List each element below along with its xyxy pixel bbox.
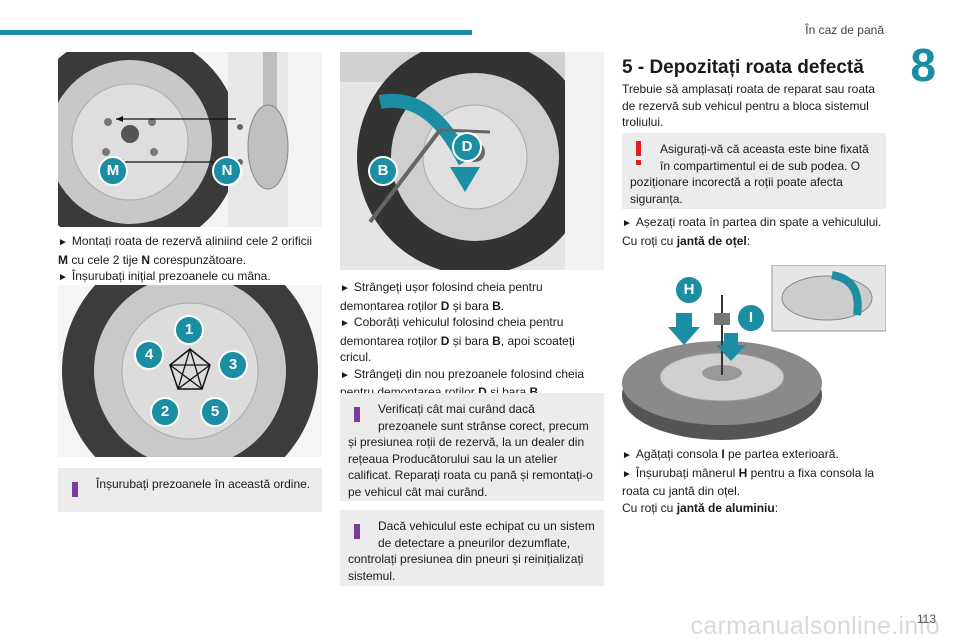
col3-intro: Trebuie să amplasați roata de reparat sa… bbox=[622, 82, 876, 129]
label-m-badge: M bbox=[98, 156, 128, 186]
warning-text: Asigurați-vă că aceasta este bine fixată… bbox=[630, 142, 869, 206]
col3-step3-text: Înșurubați mânerul bbox=[635, 465, 736, 480]
spare-wheel-storage-illustration: H I bbox=[622, 265, 886, 443]
page-number: 113 bbox=[916, 612, 936, 626]
label-b-badge: B bbox=[368, 156, 398, 186]
info-box-check-bolts: Verificați cât mai curând dacă prezoanel… bbox=[340, 393, 604, 501]
info-icon bbox=[348, 518, 368, 542]
label-n-badge: N bbox=[212, 156, 242, 186]
col2-step1-d: D bbox=[440, 298, 450, 313]
bolt-2-badge: 2 bbox=[150, 397, 180, 427]
col2-step2-b: B bbox=[492, 333, 501, 348]
info-text: Dacă vehiculul este echipat cu un sistem… bbox=[348, 519, 595, 583]
col2-step2-post: , apoi scoateți cricul. bbox=[340, 333, 575, 365]
step-arrow-icon: ► bbox=[340, 283, 350, 294]
col2-step3-b: B bbox=[529, 385, 539, 399]
label-d-badge: D bbox=[452, 132, 482, 162]
col1-step1-mid: cu cele 2 tije bbox=[71, 252, 139, 267]
steel-bold: jantă de oțel bbox=[676, 233, 747, 248]
col2-step1-b: B bbox=[492, 298, 501, 313]
col1-steps: ►Montați roata de rezervă aliniind cele … bbox=[58, 233, 324, 287]
info-box-tyre-pressure: Dacă vehiculul este echipat cu un sistem… bbox=[340, 510, 604, 586]
col2-step3-d: D bbox=[478, 385, 487, 399]
alu-bold: jantă de aluminiu bbox=[676, 500, 775, 515]
info-box-bolt-order: Înșurubați prezoanele în această ordine. bbox=[58, 468, 322, 512]
col3-step2-post: pe partea exterioară. bbox=[728, 447, 839, 461]
col3-step2-text: Agățați consola bbox=[635, 447, 718, 461]
col3-step2-i: I bbox=[721, 447, 725, 461]
col3-step3-h: H bbox=[738, 465, 748, 480]
step-arrow-icon: ► bbox=[340, 369, 350, 381]
warning-box: Asigurați-vă că aceasta este bine fixată… bbox=[622, 133, 886, 209]
section-heading: 5 - Depozitați roata defectă bbox=[622, 57, 864, 78]
col1-step1-post: corespunzătoare. bbox=[153, 252, 247, 267]
step-arrow-icon: ► bbox=[58, 272, 68, 283]
col2-step1-mid: și bara bbox=[452, 298, 489, 313]
step-arrow-icon: ► bbox=[622, 218, 632, 229]
bolt-5-badge: 5 bbox=[200, 397, 230, 427]
info-icon bbox=[348, 401, 368, 425]
col3-steps: ►Agățați consola I pe partea exterioară.… bbox=[622, 447, 875, 515]
header-bar bbox=[0, 30, 472, 35]
tighten-bolts-illustration: B D bbox=[340, 52, 604, 270]
alu-prefix: Cu roți cu bbox=[622, 500, 674, 515]
step-arrow-icon: ► bbox=[340, 318, 350, 329]
bolt-3-badge: 3 bbox=[218, 350, 248, 380]
warning-icon bbox=[630, 141, 650, 165]
step-arrow-icon: ► bbox=[622, 468, 632, 480]
col3-step1-text: Așezați roata în partea din spate a vehi… bbox=[635, 215, 882, 229]
wheel-mounting-illustration: M N bbox=[58, 52, 322, 227]
label-h-badge: H bbox=[674, 275, 704, 305]
info-text: Verificați cât mai curând dacă prezoanel… bbox=[348, 402, 593, 499]
col1-step1-text: Montați roata de rezervă aliniind cele 2… bbox=[71, 234, 313, 248]
col2-steps: ►Strângeți ușor folosind cheia pentru de… bbox=[340, 280, 585, 399]
bolt-order-illustration: 1 2 3 4 5 bbox=[58, 285, 322, 457]
bolt-4-badge: 4 bbox=[134, 340, 164, 370]
step-arrow-icon: ► bbox=[622, 450, 632, 461]
info-icon bbox=[66, 476, 86, 500]
chapter-number: 8 bbox=[910, 39, 936, 91]
col2-step2-mid: și bara bbox=[452, 333, 489, 348]
col3-step1: ►Așezați roata în partea din spate a veh… bbox=[622, 215, 882, 248]
col2-step2-text: Coborâți vehiculul folosind cheia pentru… bbox=[340, 315, 564, 348]
step-arrow-icon: ► bbox=[58, 237, 68, 248]
col1-step1-n: N bbox=[141, 252, 151, 267]
col2-step1-text: Strângeți ușor folosind cheia pentru dem… bbox=[340, 280, 543, 313]
watermark: carmanualsonline.info bbox=[690, 612, 940, 640]
label-i-badge: I bbox=[736, 303, 766, 333]
col1-step1-m: M bbox=[58, 252, 68, 267]
col2-step2-d: D bbox=[440, 333, 450, 348]
bolt-1-badge: 1 bbox=[174, 315, 204, 345]
info-text: Înșurubați prezoanele în această ordine. bbox=[96, 477, 311, 491]
col3-step3-post: pentru a fixa consola la roata cu jantă … bbox=[622, 465, 875, 499]
steel-prefix: Cu roți cu bbox=[622, 233, 674, 248]
section-title-header: În caz de pană bbox=[805, 23, 884, 37]
col1-step2-text: Înșurubați inițial prezoanele cu mâna. bbox=[71, 269, 271, 283]
